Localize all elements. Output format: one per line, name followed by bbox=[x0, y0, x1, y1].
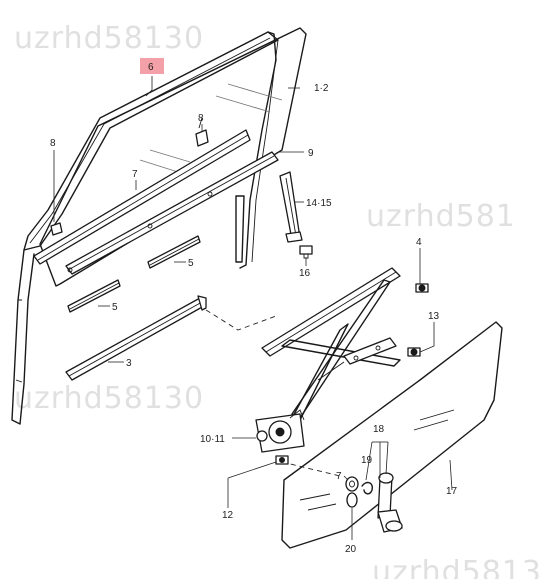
part-7-beltline-weatherstrip bbox=[33, 129, 251, 265]
callout-6-highlight bbox=[140, 58, 164, 74]
part-3-lower-glass-channel bbox=[65, 295, 207, 381]
callout-19: 19 bbox=[361, 455, 373, 466]
part-6-glass-run-channel bbox=[11, 31, 279, 425]
callout-3: 3 bbox=[126, 358, 132, 369]
part-8-clip-mid bbox=[195, 117, 209, 147]
part-7-washer-lower bbox=[345, 476, 359, 492]
callout-17: 17 bbox=[446, 486, 458, 497]
part-9-glass-channel bbox=[65, 151, 279, 275]
part-18-regulator-handle bbox=[377, 472, 403, 533]
part-window-regulator-assembly bbox=[255, 267, 401, 453]
callout-5-lower: 5 bbox=[112, 302, 118, 313]
callout-9: 9 bbox=[308, 148, 314, 159]
callout-8-left: 8 bbox=[50, 138, 56, 149]
watermark-middle: uzrhd58130 bbox=[14, 381, 204, 416]
part-14-15-rear-lower-channel bbox=[279, 171, 303, 243]
callout-10-11: 10·11 bbox=[200, 434, 225, 445]
part-12-fastener bbox=[275, 455, 289, 465]
callout-1-2: 1·2 bbox=[314, 83, 329, 94]
part-20-escutcheon bbox=[346, 492, 358, 508]
part-4-bolt bbox=[415, 283, 429, 293]
callout-7-lower: 7 bbox=[336, 471, 342, 482]
part-19-clip bbox=[361, 481, 374, 495]
callout-18: 18 bbox=[373, 424, 385, 435]
callout-4: 4 bbox=[416, 237, 422, 248]
part-1-2-door-glass bbox=[39, 27, 307, 287]
part-16-bolt bbox=[299, 245, 313, 259]
callout-12: 12 bbox=[222, 510, 234, 521]
part-13-bolt bbox=[407, 347, 421, 357]
part-8-clip-left bbox=[50, 222, 63, 236]
watermark-bottom: uzrhd5813 bbox=[372, 555, 542, 579]
callout-8-mid: 8 bbox=[198, 113, 204, 124]
assembly-dash-line-3 bbox=[205, 309, 277, 331]
leader-lines bbox=[53, 76, 453, 540]
callout-5-upper: 5 bbox=[188, 258, 194, 269]
callout-13: 13 bbox=[428, 311, 440, 322]
callout-7-upper: 7 bbox=[132, 169, 138, 180]
callout-16: 16 bbox=[299, 268, 311, 279]
part-5-glass-guide-lower bbox=[67, 279, 121, 313]
watermark-right: uzrhd581 bbox=[366, 199, 516, 234]
callout-labels: 6 1·2 8 8 7 9 14·15 4 16 5 5 3 13 10·11 … bbox=[50, 62, 458, 555]
part-5-glass-guide-upper bbox=[147, 235, 201, 269]
callout-6: 6 bbox=[148, 62, 154, 73]
assembly-dash-line-12-7 bbox=[281, 461, 341, 477]
watermark-top: uzrhd58130 bbox=[14, 21, 204, 56]
part-17-door-trim-panel bbox=[281, 321, 503, 549]
callout-20: 20 bbox=[345, 544, 357, 555]
callout-14-15: 14·15 bbox=[306, 198, 332, 209]
